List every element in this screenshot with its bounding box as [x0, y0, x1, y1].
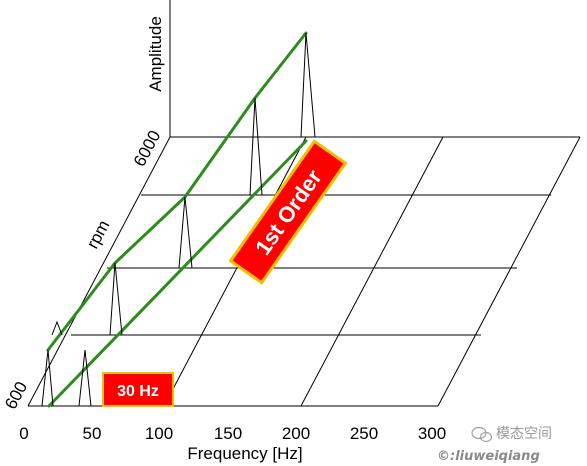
x-tick-label: 300: [418, 424, 446, 443]
order-callout: 1st Order: [228, 139, 348, 285]
depth-axis-title: rpm: [83, 217, 114, 252]
grid-depth-line: [27, 136, 171, 407]
x-tick-label: 150: [214, 424, 242, 443]
watermark: 模态空间 ©:liuweiqiang: [437, 426, 552, 464]
wechat-icon: [471, 426, 493, 443]
amplitude-axis-title: Amplitude: [146, 16, 165, 92]
x-tick-label: 0: [19, 424, 28, 443]
x-tick-label: 50: [83, 424, 102, 443]
depth-tick-6000: 6000: [130, 127, 165, 169]
x-tick-label: 200: [282, 424, 310, 443]
frequency-callout-label: 30 Hz: [117, 383, 159, 400]
peak-1x-low: [109, 262, 123, 336]
x-tick-label: 250: [350, 424, 378, 443]
frequency-ticks: 0 50 100 150 200 250 300: [19, 424, 446, 443]
grid-depth-line: [163, 136, 307, 407]
peak-1x-600: [41, 349, 54, 407]
frequency-callout: 30 Hz: [102, 372, 174, 407]
peak-30hz-600: [78, 349, 92, 407]
spectrum-peaks: [41, 32, 316, 407]
frequency-callout-box: [102, 372, 174, 407]
peak-1x-6000: [300, 32, 316, 138]
depth-tick-600: 600: [1, 378, 31, 412]
grid-depth-line: [437, 136, 581, 407]
x-tick-label: 100: [145, 424, 173, 443]
order-line-base: [47, 139, 308, 408]
peak-1x-high: [249, 97, 263, 196]
watermark-url: ©:liuweiqiang: [437, 449, 540, 464]
rpm-grid-lines: [28, 136, 580, 407]
x-axis-title: Frequency [Hz]: [187, 444, 302, 463]
peak-1x-mid: [178, 196, 193, 269]
order-callout-box: [228, 139, 348, 285]
order-line-peaks: [46, 31, 308, 352]
grid-depth-line: [300, 136, 444, 407]
depth-grid-lines: [27, 136, 581, 407]
peak-small: [51, 320, 63, 336]
watermark-name: 模态空间: [496, 426, 552, 442]
